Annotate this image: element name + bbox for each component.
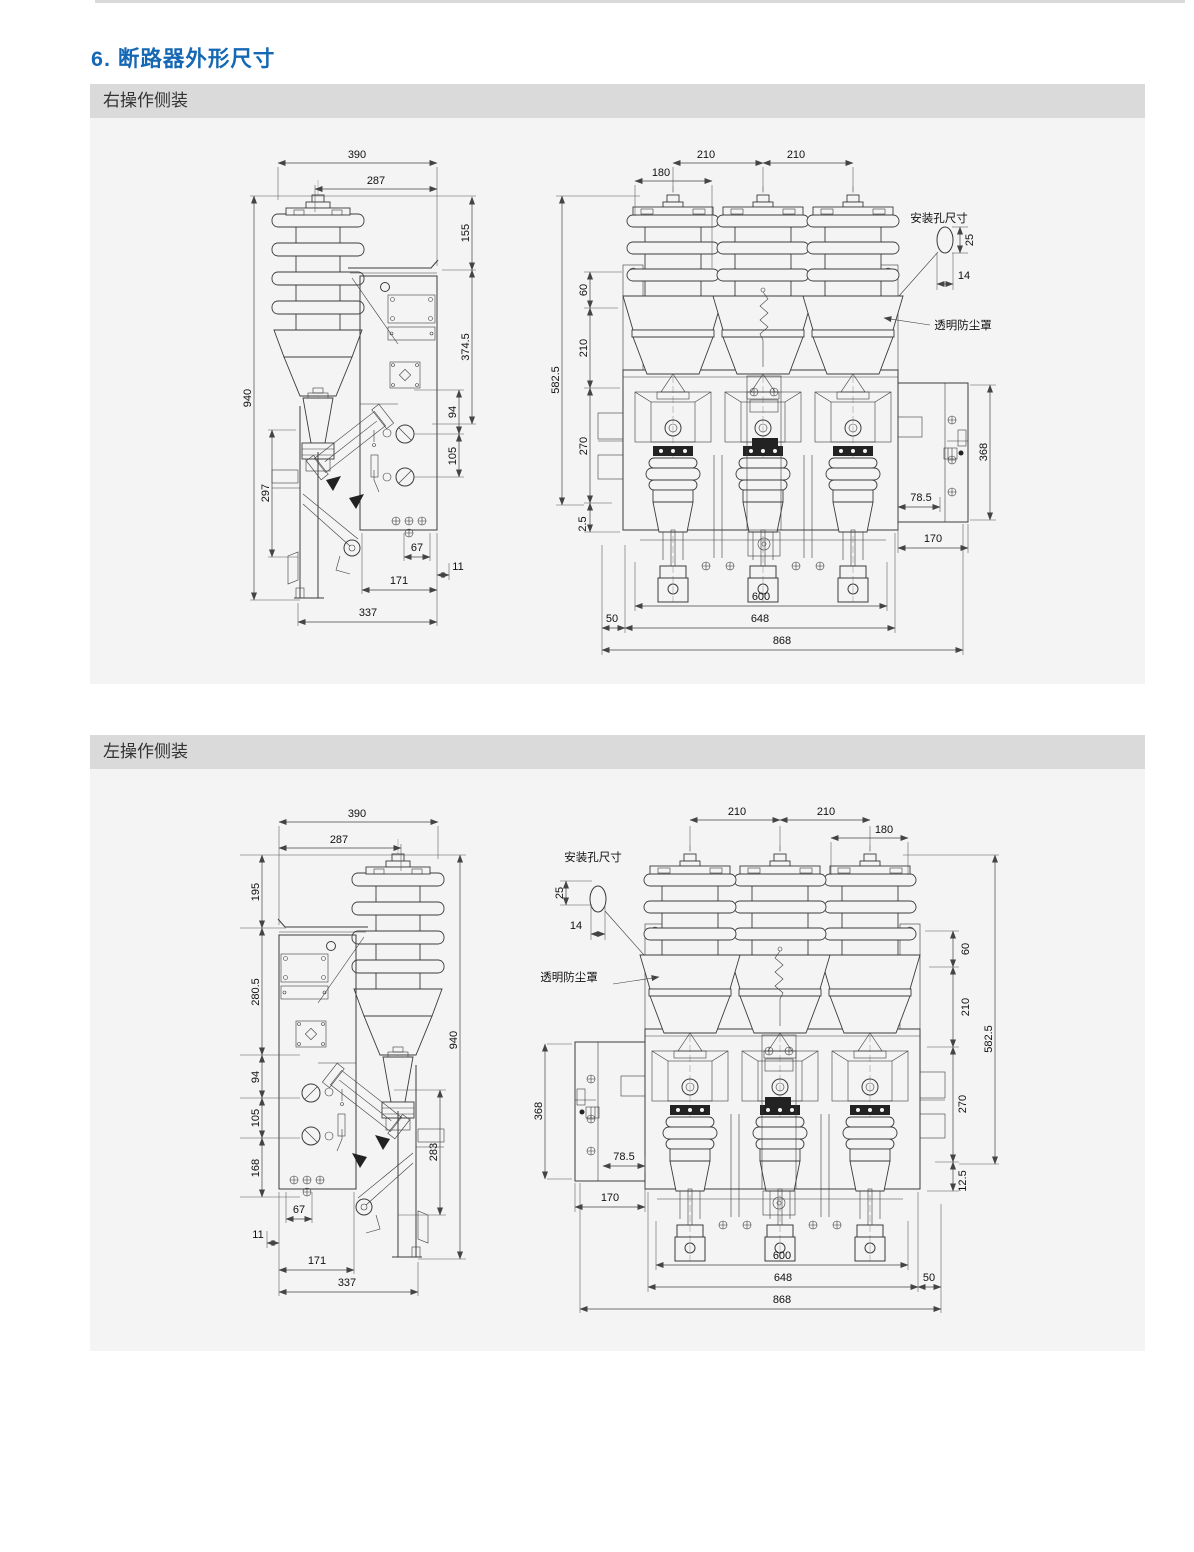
dim-label: 297: [260, 484, 272, 502]
dim-label: 171: [390, 575, 408, 587]
dim-label: 210: [578, 339, 590, 357]
section-header-label: 右操作侧装: [103, 91, 188, 110]
dim-label: 78.5: [910, 492, 931, 504]
dim-label: 11: [452, 561, 463, 573]
dim-label: 648: [774, 1272, 792, 1284]
dim-label: 94: [447, 406, 459, 418]
side-view-artwork: [272, 180, 438, 598]
dim-label: 170: [924, 533, 942, 545]
drawing-area: 390 287 195 280.5 94 105 168 283 940 67 11 171 337 2…: [90, 769, 1145, 1351]
dim-label: 168: [250, 1159, 262, 1177]
front-view-dimensions: 210 210 180 25 14 60 210 270 2.5 582.5 368 78.5 170 6…: [550, 149, 996, 655]
front-view-dimensions: 210 210 180 25 14 60 210 270 12.5 582.5 368 78.5 170…: [533, 806, 999, 1313]
dim-label: 210: [787, 149, 805, 161]
dim-label: 25: [964, 234, 976, 246]
dim-label: 180: [875, 824, 893, 836]
dim-label: 11: [252, 1229, 263, 1241]
dim-label: 12.5: [957, 1170, 969, 1191]
section-header-bar: 右操作侧装: [90, 84, 1145, 118]
side-view-dimensions: 390 287 155 374.5 94 105 297 940 67 11 171 337: [242, 149, 476, 626]
dim-label: 14: [958, 270, 970, 282]
dim-label: 270: [578, 437, 590, 455]
front-view-artwork-mirrored: [575, 845, 945, 1261]
dim-label: 648: [751, 613, 769, 625]
dim-label: 67: [293, 1204, 305, 1216]
dim-label: 210: [960, 998, 972, 1016]
dim-label: 210: [728, 806, 746, 818]
page-title: 6. 断路器外形尺寸: [91, 47, 276, 71]
annotation-label: 安装孔尺寸: [910, 211, 968, 225]
dim-label: 368: [978, 443, 990, 461]
dim-label: 78.5: [613, 1151, 634, 1163]
dim-label: 14: [570, 920, 582, 932]
section-left-mount: 左操作侧装 390 287 195 280.5 94 105 168 283 940 67 11 17…: [90, 735, 1145, 1351]
dim-label: 270: [957, 1095, 969, 1113]
dim-label: 337: [359, 607, 377, 619]
annotation-label: 安装孔尺寸: [564, 850, 622, 864]
dim-label: 180: [652, 167, 670, 179]
section-header-bar: 左操作侧装: [90, 735, 1145, 769]
dim-label: 374.5: [460, 333, 472, 361]
dim-label: 287: [367, 175, 385, 187]
top-rule: [95, 0, 1185, 3]
dim-label: 940: [242, 389, 254, 407]
front-view-artwork: [598, 186, 968, 602]
dim-label: 337: [338, 1277, 356, 1289]
dim-label: 50: [606, 613, 618, 625]
dim-label: 390: [348, 149, 366, 161]
dim-label: 60: [960, 943, 972, 955]
section-header-label: 左操作侧装: [103, 742, 188, 761]
dim-label: 171: [308, 1255, 326, 1267]
dim-label: 600: [752, 591, 770, 603]
dim-label: 25: [554, 887, 566, 899]
dim-label: 868: [773, 1294, 791, 1306]
dim-label: 390: [348, 808, 366, 820]
dim-label: 600: [773, 1250, 791, 1262]
dim-label: 195: [250, 883, 262, 901]
dim-label: 2.5: [577, 516, 589, 531]
dim-label: 582.5: [983, 1025, 995, 1053]
dim-label: 155: [460, 224, 472, 242]
dim-label: 287: [330, 834, 348, 846]
annotation-label: 透明防尘罩: [540, 970, 598, 984]
dim-label: 940: [448, 1031, 460, 1049]
dim-label: 582.5: [550, 366, 562, 394]
dim-label: 868: [773, 635, 791, 647]
dim-label: 67: [411, 542, 423, 554]
side-view-artwork-mirrored: [278, 839, 444, 1257]
dim-label: 368: [533, 1102, 545, 1120]
dim-label: 105: [447, 447, 459, 465]
dim-label: 280.5: [250, 978, 262, 1006]
dim-label: 105: [250, 1109, 262, 1127]
section-right-mount: 右操作侧装 390 287 155 374.5 94 105 297 940 67 11 171 33…: [90, 84, 1145, 684]
dim-label: 210: [697, 149, 715, 161]
dim-label: 94: [250, 1071, 262, 1083]
dim-label: 60: [578, 284, 590, 296]
side-view-dimensions: 390 287 195 280.5 94 105 168 283 940 67 11 171 337: [240, 808, 466, 1296]
dim-label: 210: [817, 806, 835, 818]
annotation-label: 透明防尘罩: [934, 318, 992, 332]
technical-drawing-left-mount: 390 287 195 280.5 94 105 168 283 940 67 11 171 337 2…: [240, 806, 999, 1313]
dim-label: 170: [601, 1192, 619, 1204]
dim-label: 50: [923, 1272, 935, 1284]
dim-label: 283: [428, 1143, 440, 1161]
